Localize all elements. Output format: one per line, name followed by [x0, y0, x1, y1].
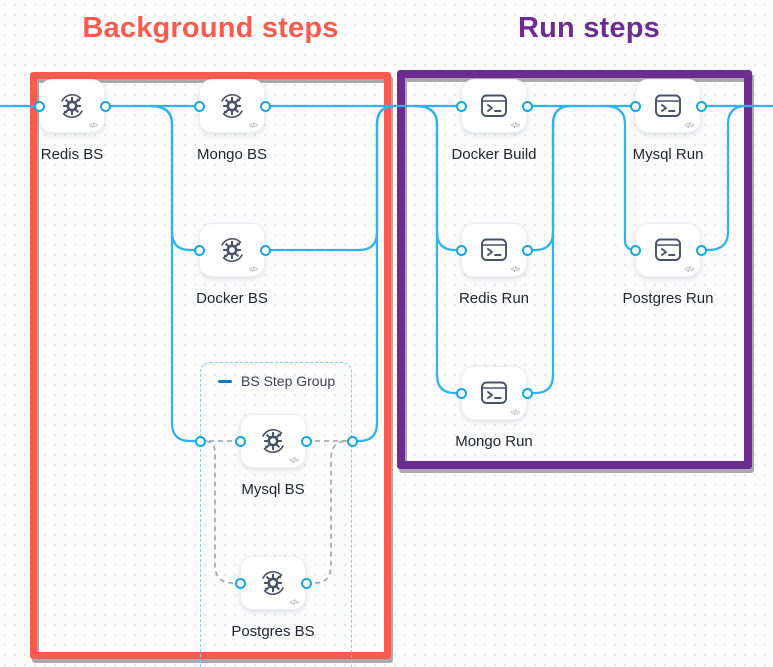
node-redis-run: </> Redis Run [455, 223, 533, 307]
output-port[interactable] [300, 577, 312, 589]
step-label: Docker Build [451, 146, 537, 163]
step-card[interactable]: </> [199, 79, 265, 133]
code-icon: </> [684, 121, 694, 130]
input-port[interactable] [193, 244, 205, 256]
output-port[interactable] [521, 244, 533, 256]
step-label: Mongo Run [455, 433, 533, 450]
background-step-icon [262, 571, 284, 595]
code-icon: </> [248, 265, 258, 274]
output-port[interactable] [300, 435, 312, 447]
step-label: Postgres BS [231, 623, 315, 640]
output-port[interactable] [695, 244, 707, 256]
step-card[interactable]: </> [461, 223, 527, 277]
node-redis-bs: </> Redis BS [33, 79, 111, 163]
run-steps-annotation-box [397, 70, 752, 469]
output-port[interactable] [259, 244, 271, 256]
step-label: Redis BS [40, 146, 104, 163]
step-card[interactable]: </> [635, 79, 701, 133]
run-steps-title: Run steps [518, 12, 660, 44]
input-port[interactable] [455, 244, 467, 256]
step-card[interactable]: </> [461, 79, 527, 133]
code-icon: </> [510, 265, 520, 274]
input-port[interactable] [455, 100, 467, 112]
step-label: Mysql Run [632, 146, 704, 163]
step-card[interactable]: </> [240, 556, 306, 610]
input-port[interactable] [33, 100, 45, 112]
run-step-icon [481, 94, 507, 117]
background-step-icon [262, 429, 284, 453]
output-port[interactable] [259, 100, 271, 112]
node-docker-build: </> Docker Build [451, 79, 537, 163]
code-icon: </> [510, 408, 520, 417]
input-port[interactable] [455, 387, 467, 399]
code-icon: </> [684, 265, 694, 274]
step-card[interactable]: </> [39, 79, 105, 133]
node-postgres-bs: </> Postgres BS [231, 556, 315, 640]
run-step-icon [655, 238, 681, 261]
node-mongo-run: </> Mongo Run [455, 366, 533, 450]
code-icon: </> [510, 121, 520, 130]
output-port[interactable] [99, 100, 111, 112]
step-label: Docker BS [196, 290, 268, 307]
step-group-label: BS Step Group [241, 373, 336, 389]
background-step-icon [61, 94, 83, 118]
output-port[interactable] [521, 387, 533, 399]
background-step-icon [221, 94, 243, 118]
run-step-icon [481, 238, 507, 261]
bs-step-group[interactable]: BS Step Group [200, 362, 352, 667]
code-icon: </> [289, 598, 299, 607]
step-label: Postgres Run [622, 290, 714, 307]
step-label: Mysql BS [241, 481, 305, 498]
input-port[interactable] [629, 100, 641, 112]
step-card[interactable]: </> [635, 223, 701, 277]
background-step-icon [221, 238, 243, 262]
input-port[interactable] [193, 100, 205, 112]
node-mysql-run: </> Mysql Run [629, 79, 707, 163]
output-port[interactable] [695, 100, 707, 112]
node-mysql-bs: </> Mysql BS [234, 414, 312, 498]
node-postgres-run: </> Postgres Run [623, 223, 713, 307]
node-docker-bs: </> Docker BS [193, 223, 271, 307]
node-mongo-bs: </> Mongo BS [193, 79, 271, 163]
group-input-port[interactable] [194, 435, 206, 447]
code-icon: </> [289, 456, 299, 465]
input-port[interactable] [234, 435, 246, 447]
collapse-icon[interactable] [218, 379, 232, 383]
step-label: Redis Run [458, 290, 530, 307]
step-label: Mongo BS [196, 146, 268, 163]
step-card[interactable]: </> [461, 366, 527, 420]
code-icon: </> [88, 121, 98, 130]
background-steps-title: Background steps [82, 12, 339, 44]
input-port[interactable] [234, 577, 246, 589]
step-card[interactable]: </> [240, 414, 306, 468]
input-port[interactable] [629, 244, 641, 256]
output-port[interactable] [521, 100, 533, 112]
run-step-icon [655, 94, 681, 117]
step-group-header[interactable]: BS Step Group [218, 373, 351, 389]
step-card[interactable]: </> [199, 223, 265, 277]
run-step-icon [481, 381, 507, 404]
code-icon: </> [248, 121, 258, 130]
group-output-port[interactable] [346, 435, 358, 447]
